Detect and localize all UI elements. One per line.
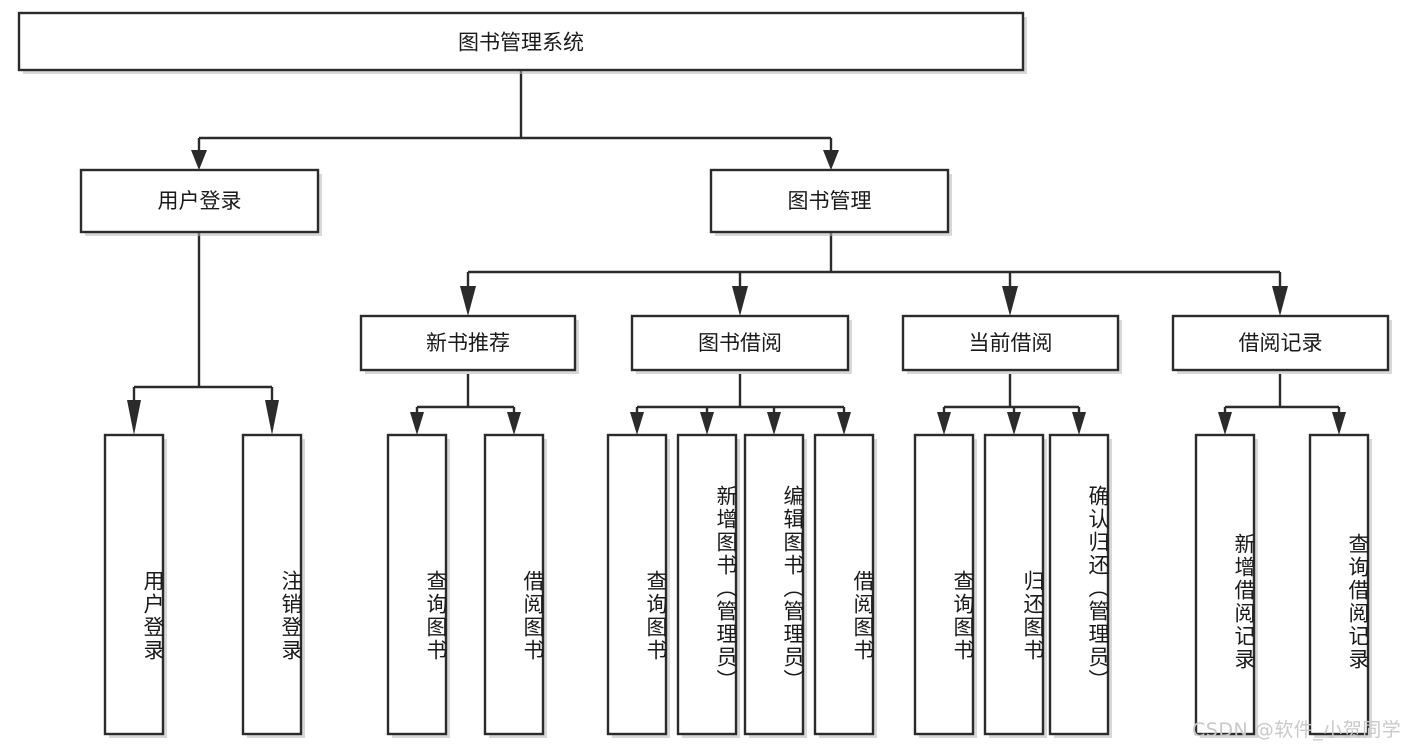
node-leaf-1[interactable] — [103, 433, 165, 736]
arrow-to-borrow — [732, 286, 748, 316]
arrow-to-leaf-4 — [507, 412, 521, 435]
arrow-to-login — [191, 150, 207, 170]
arrow-to-newbook — [460, 286, 476, 316]
node-leaf-4[interactable] — [483, 433, 545, 736]
node-leaf-8[interactable] — [813, 433, 875, 736]
node-newbook-label: 新书推荐 — [426, 331, 510, 355]
arrow-to-leaf-8 — [837, 412, 851, 435]
node-root[interactable] — [17, 11, 1025, 72]
arrow-to-leaf-7 — [767, 412, 781, 435]
arrow-to-bookmgmt — [823, 150, 839, 170]
node-root-label: 图书管理系统 — [458, 31, 584, 55]
node-newbook[interactable] — [359, 314, 577, 372]
arrow-to-leaf-5 — [630, 412, 644, 435]
edge-layer — [127, 70, 1346, 435]
node-leaf-13[interactable] — [1308, 433, 1370, 736]
arrow-to-leaf-3 — [410, 412, 424, 435]
csdn-watermark: CSDN @软件_小贺同学 — [1192, 719, 1402, 741]
arrow-to-current — [1002, 286, 1018, 316]
node-leaf-2[interactable] — [241, 433, 303, 736]
node-borrow[interactable] — [630, 314, 850, 372]
arrow-to-leaf-11 — [1072, 412, 1086, 435]
node-leaf-12[interactable] — [1194, 433, 1256, 736]
node-layer: 图书管理系统 用户登录 图书管理 新书推荐 图书借阅 当前借阅 借阅记录 — [17, 11, 1392, 738]
arrow-to-leaf-1 — [127, 400, 141, 435]
node-leaf-3[interactable] — [386, 433, 448, 736]
node-bookmgmt[interactable] — [709, 168, 950, 234]
node-leaf-11[interactable] — [1048, 433, 1110, 736]
node-leaf-10[interactable] — [983, 433, 1045, 736]
arrow-to-leaf-10 — [1007, 412, 1021, 435]
arrow-to-records — [1272, 286, 1288, 316]
node-borrow-label: 图书借阅 — [698, 331, 782, 355]
node-current-label: 当前借阅 — [969, 331, 1053, 355]
arrow-to-leaf-2 — [265, 400, 279, 435]
node-records-label: 借阅记录 — [1239, 331, 1323, 355]
node-leaf-9[interactable] — [913, 433, 975, 736]
arrow-to-leaf-13 — [1332, 412, 1346, 435]
node-login-label: 用户登录 — [158, 189, 242, 213]
node-bookmgmt-label: 图书管理 — [788, 189, 872, 213]
arrow-to-leaf-6 — [700, 412, 714, 435]
node-current[interactable] — [901, 314, 1120, 372]
node-leaf-6[interactable] — [676, 433, 738, 736]
node-leaf-7[interactable] — [743, 433, 805, 736]
arrow-to-leaf-12 — [1218, 412, 1232, 435]
arrow-to-leaf-9 — [937, 412, 951, 435]
node-records[interactable] — [1171, 314, 1390, 372]
node-leaf-5[interactable] — [606, 433, 668, 736]
node-login[interactable] — [79, 168, 320, 234]
